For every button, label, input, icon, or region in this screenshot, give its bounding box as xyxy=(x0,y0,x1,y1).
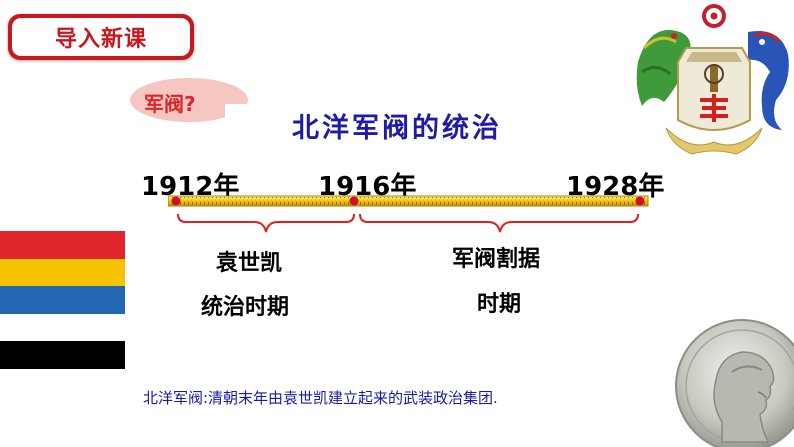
flag-stripe-red xyxy=(0,231,125,259)
yuan-shikai-coin-image xyxy=(675,319,794,447)
title-backdrop xyxy=(225,104,575,144)
marker-1912 xyxy=(171,196,181,206)
beiyang-definition: 北洋军阀:清朝末年由袁世凯建立起来的武装政治集团. xyxy=(143,389,498,407)
national-emblem-image xyxy=(636,4,789,155)
lesson-badge[interactable]: 导入新课 xyxy=(8,14,194,60)
lesson-badge-inner: 导入新课 xyxy=(12,18,190,56)
period-2-line1: 军阀割据 xyxy=(452,247,541,272)
marker-1916 xyxy=(349,196,359,206)
marker-1928 xyxy=(635,196,645,206)
period-1-line2: 统治时期 xyxy=(201,295,290,320)
flag-stripe-blue xyxy=(0,286,125,314)
question-oval: 军阀? xyxy=(130,78,248,122)
period-2-line2: 时期 xyxy=(477,292,522,317)
slide-title: 北洋军阀的统治 xyxy=(292,113,502,144)
flag-stripe-yellow xyxy=(0,259,125,287)
timeline-bar xyxy=(168,195,649,207)
period-1-line1: 袁世凯 xyxy=(216,251,283,276)
flag-stripe-black xyxy=(0,341,125,369)
question-oval-text: 军阀? xyxy=(144,92,196,116)
flag-stripe-white xyxy=(0,314,125,342)
period-brackets xyxy=(177,213,639,233)
lesson-badge-label: 导入新课 xyxy=(54,27,147,52)
